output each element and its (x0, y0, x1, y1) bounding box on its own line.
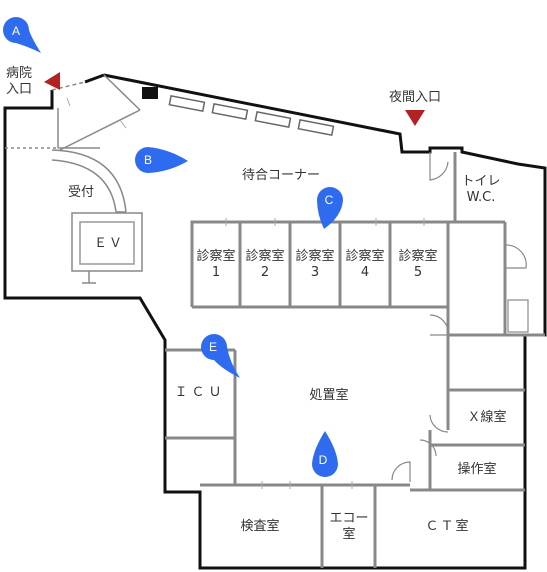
reception-counter (51, 149, 127, 213)
marker-e-letter: E (208, 340, 217, 354)
marker-c-shape (317, 187, 343, 229)
echo-room-label: エコー 室 (329, 511, 368, 544)
exam-room-3-number: 3 (310, 265, 320, 281)
marker-a[interactable]: A (3, 17, 43, 57)
toilet-label: トイレ W.C. (461, 174, 500, 207)
elevator-box (71, 212, 143, 284)
exam-room-4-number: 4 (360, 265, 370, 281)
exam-room-4-label: 診察室 4 (345, 249, 384, 282)
exam-room-1-label: 診察室 1 (196, 249, 235, 282)
marker-c-letter: C (324, 193, 334, 207)
marker-e-shape (201, 334, 240, 378)
pillar (142, 87, 158, 99)
marker-a-shape (3, 17, 41, 53)
marker-b[interactable]: B (135, 146, 189, 178)
exam-room-3-name: 診察室 (295, 249, 335, 264)
marker-d[interactable]: D (310, 430, 340, 484)
exam-room-1-number: 1 (211, 265, 221, 281)
reception-label: 受付 (67, 185, 95, 200)
marker-c[interactable]: C (316, 186, 346, 234)
toilet-label-line-1: トイレ (461, 174, 501, 189)
partitions (165, 152, 545, 568)
toilet-label-line-2: W.C. (466, 190, 496, 206)
night-entrance-label: 夜間入口 (388, 90, 442, 105)
elevator-label: ＥＶ (93, 236, 125, 251)
entrance-framing (5, 74, 141, 151)
hospital-entrance-label: 病院 入口 (6, 66, 32, 99)
marker-e[interactable]: E (200, 333, 242, 383)
exam-room-2-name: 診察室 (245, 249, 285, 264)
ct-room-label: ＣＴ室 (425, 519, 471, 534)
marker-d-letter: D (318, 453, 328, 467)
exam-room-2-label: 診察室 2 (245, 249, 284, 282)
wall-ticks (66, 97, 425, 489)
marker-b-shape (135, 147, 188, 173)
echo-room-line-2: 室 (342, 527, 356, 543)
hospital-entrance-line-1: 病院 (5, 66, 33, 81)
marker-b-letter: B (143, 153, 152, 167)
exam-room-4-name: 診察室 (345, 249, 385, 264)
exam-room-5-label: 診察室 5 (398, 249, 437, 282)
treatment-room-label: 処置室 (309, 388, 349, 403)
exam-room-2-number: 2 (260, 265, 270, 281)
marker-d-shape (312, 431, 338, 477)
waiting-area-label: 待合コーナー (241, 168, 321, 183)
control-room-label: 操作室 (457, 462, 497, 477)
exam-room-1-name: 診察室 (196, 249, 236, 264)
hospital-entrance-arrow (44, 72, 60, 90)
xray-room-label: Ｘ線室 (467, 410, 507, 425)
hospital-entrance-line-2: 入口 (5, 82, 33, 98)
lab-room-label: 検査室 (240, 519, 280, 534)
marker-a-letter: A (11, 24, 20, 38)
echo-room-line-1: エコー (329, 511, 369, 526)
exam-room-5-name: 診察室 (398, 249, 438, 264)
doors (391, 152, 529, 482)
windows (168, 94, 335, 137)
exam-room-5-number: 5 (413, 265, 423, 281)
exam-room-3-label: 診察室 3 (295, 249, 334, 282)
outer-walls (3, 73, 547, 570)
icu-label: ＩＣＵ (174, 385, 226, 400)
night-entrance-arrow (405, 110, 425, 126)
